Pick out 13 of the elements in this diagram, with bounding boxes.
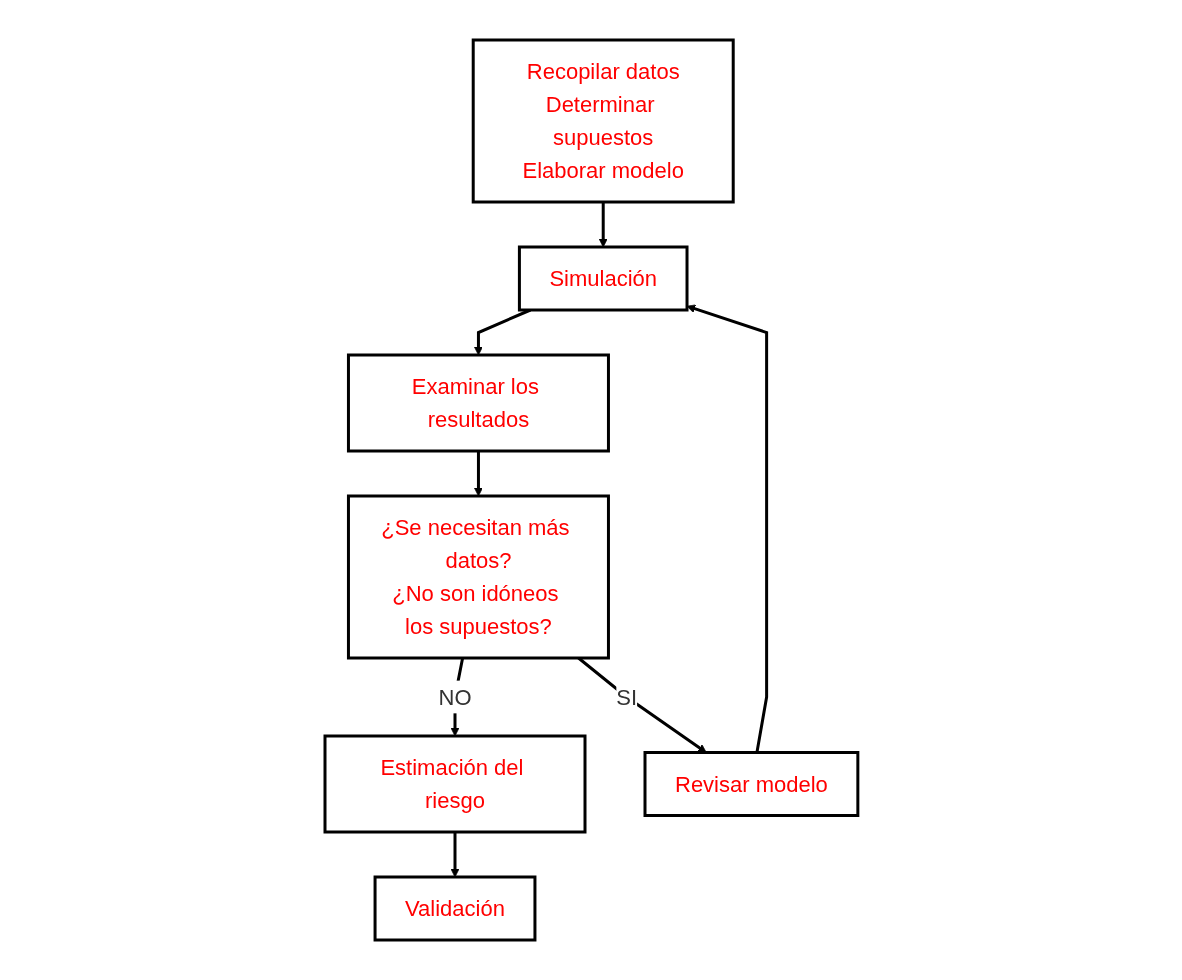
arrow [686,304,768,753]
arrow [598,202,608,248]
node-box: ¿Se necesitan más datos? ¿No son idóneos los supuestos? [346,494,610,660]
node-box: Examinar los resultados [346,353,610,453]
node-box: Estimación del riesgo [323,734,587,834]
node-box: Simulación [517,245,689,312]
edge-label: SI [615,684,637,710]
node-box: Validación [373,875,536,942]
edge-label: NO [438,684,472,710]
arrow [450,832,459,878]
node-box: Recopilar datos Determinar supuestos Elaborar modelo [471,38,735,204]
node-box: Revisar modelo [643,751,859,817]
arrow [473,451,483,497]
